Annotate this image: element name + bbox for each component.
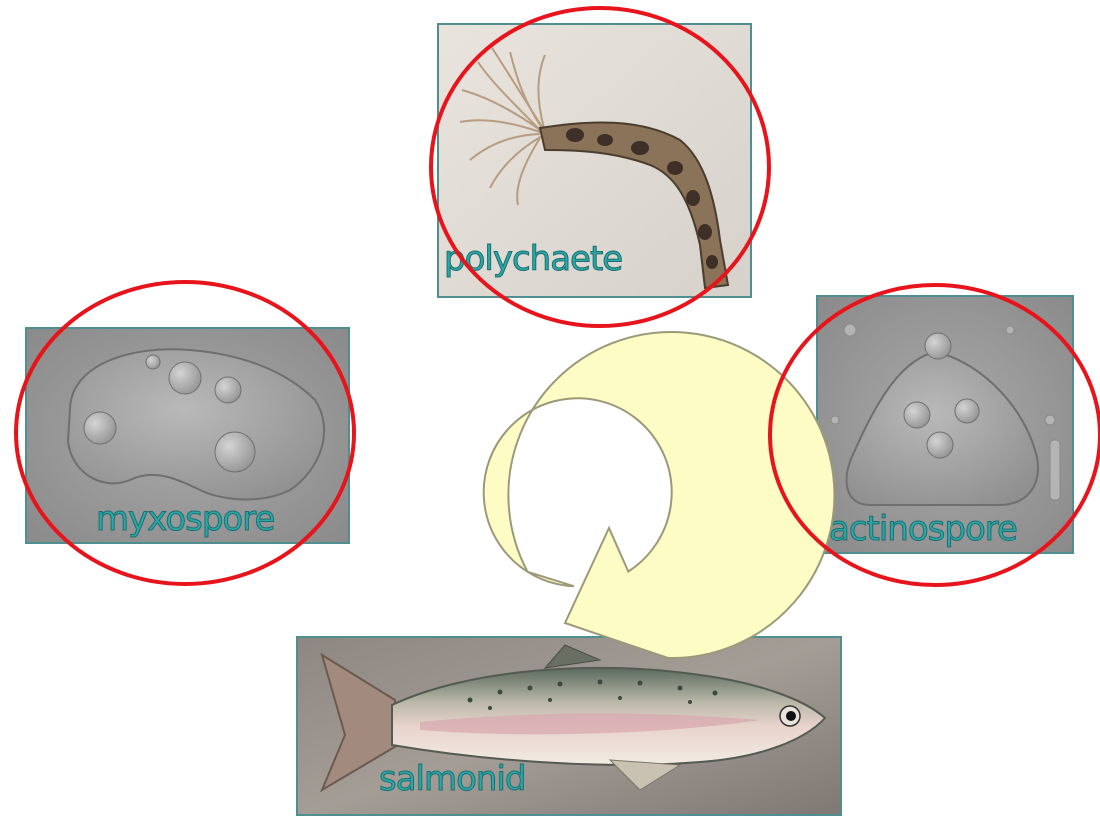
myxospore-image: myxospore	[26, 328, 349, 543]
actinospore-label: actinospore	[829, 509, 1017, 549]
salmonid-image: salmonid	[297, 637, 841, 815]
salmonid-label: salmonid	[379, 759, 526, 799]
polychaete-label: polychaete	[444, 239, 622, 279]
myxospore-label: myxospore	[96, 499, 274, 539]
actinospore-image: actinospore	[817, 296, 1073, 553]
polychaete-image: polychaete	[438, 24, 751, 297]
